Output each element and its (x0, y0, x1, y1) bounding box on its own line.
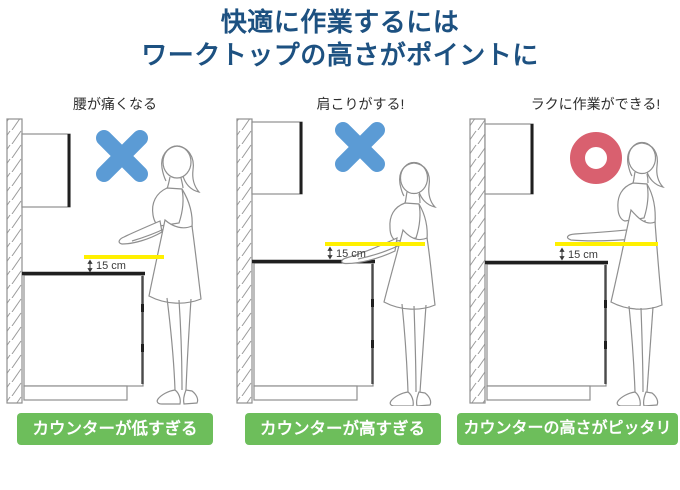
panel-caption: ラクに作業ができる! (530, 96, 661, 112)
caption-button-too-low: カウンターが低すぎる (17, 413, 213, 445)
woman-figure (566, 141, 665, 406)
o-mark-icon (570, 132, 622, 184)
page-title: 快適に作業するには ワークトップの高さがポイントに (0, 6, 680, 72)
caption-button-too-high: カウンターが高すぎる (244, 413, 441, 445)
svg-text:15 cm: 15 cm (96, 260, 126, 272)
panel-counter-too-high: 肩こりがする! (230, 94, 455, 445)
woman-figure (341, 161, 437, 406)
panel-counter-too-low: 腰が痛くなる (0, 94, 230, 445)
woman-figure (118, 145, 202, 405)
illustration-counter-too-low: 15 cm (6, 118, 202, 405)
panels-row: 腰が痛くなる (0, 94, 680, 445)
wall (469, 118, 486, 404)
panel-counter-just-right: ラクに作業ができる! (455, 94, 680, 445)
x-mark-icon (335, 122, 385, 172)
svg-text:15 cm: 15 cm (336, 248, 366, 260)
base-cabinet (22, 271, 145, 401)
measure-15cm: 15 cm (327, 246, 366, 260)
illustration-counter-just-right: 15 cm (469, 118, 665, 406)
panel-caption: 肩こりがする! (316, 96, 405, 112)
svg-text:15 cm: 15 cm (568, 249, 598, 261)
measure-15cm: 15 cm (559, 247, 598, 261)
panel-caption: 腰が痛くなる (73, 96, 157, 112)
page-title-line1: 快適に作業するには (220, 7, 460, 37)
base-cabinet (485, 260, 608, 401)
x-mark-icon (96, 130, 148, 182)
highlight-line (555, 242, 658, 246)
highlight-line (325, 242, 425, 246)
upper-cabinet (21, 133, 71, 208)
base-cabinet (252, 259, 375, 401)
highlight-line (84, 255, 164, 259)
caption-button-just-right: カウンターの高さがピッタリ (457, 413, 678, 445)
upper-cabinet (251, 121, 303, 195)
illustration-counter-too-high: 15 cm (236, 118, 437, 406)
wall (236, 118, 253, 404)
measure-15cm: 15 cm (87, 259, 126, 273)
page-title-line2: ワークトップの高さがポイントに (141, 40, 539, 70)
wall (6, 118, 23, 404)
upper-cabinet (484, 123, 534, 195)
